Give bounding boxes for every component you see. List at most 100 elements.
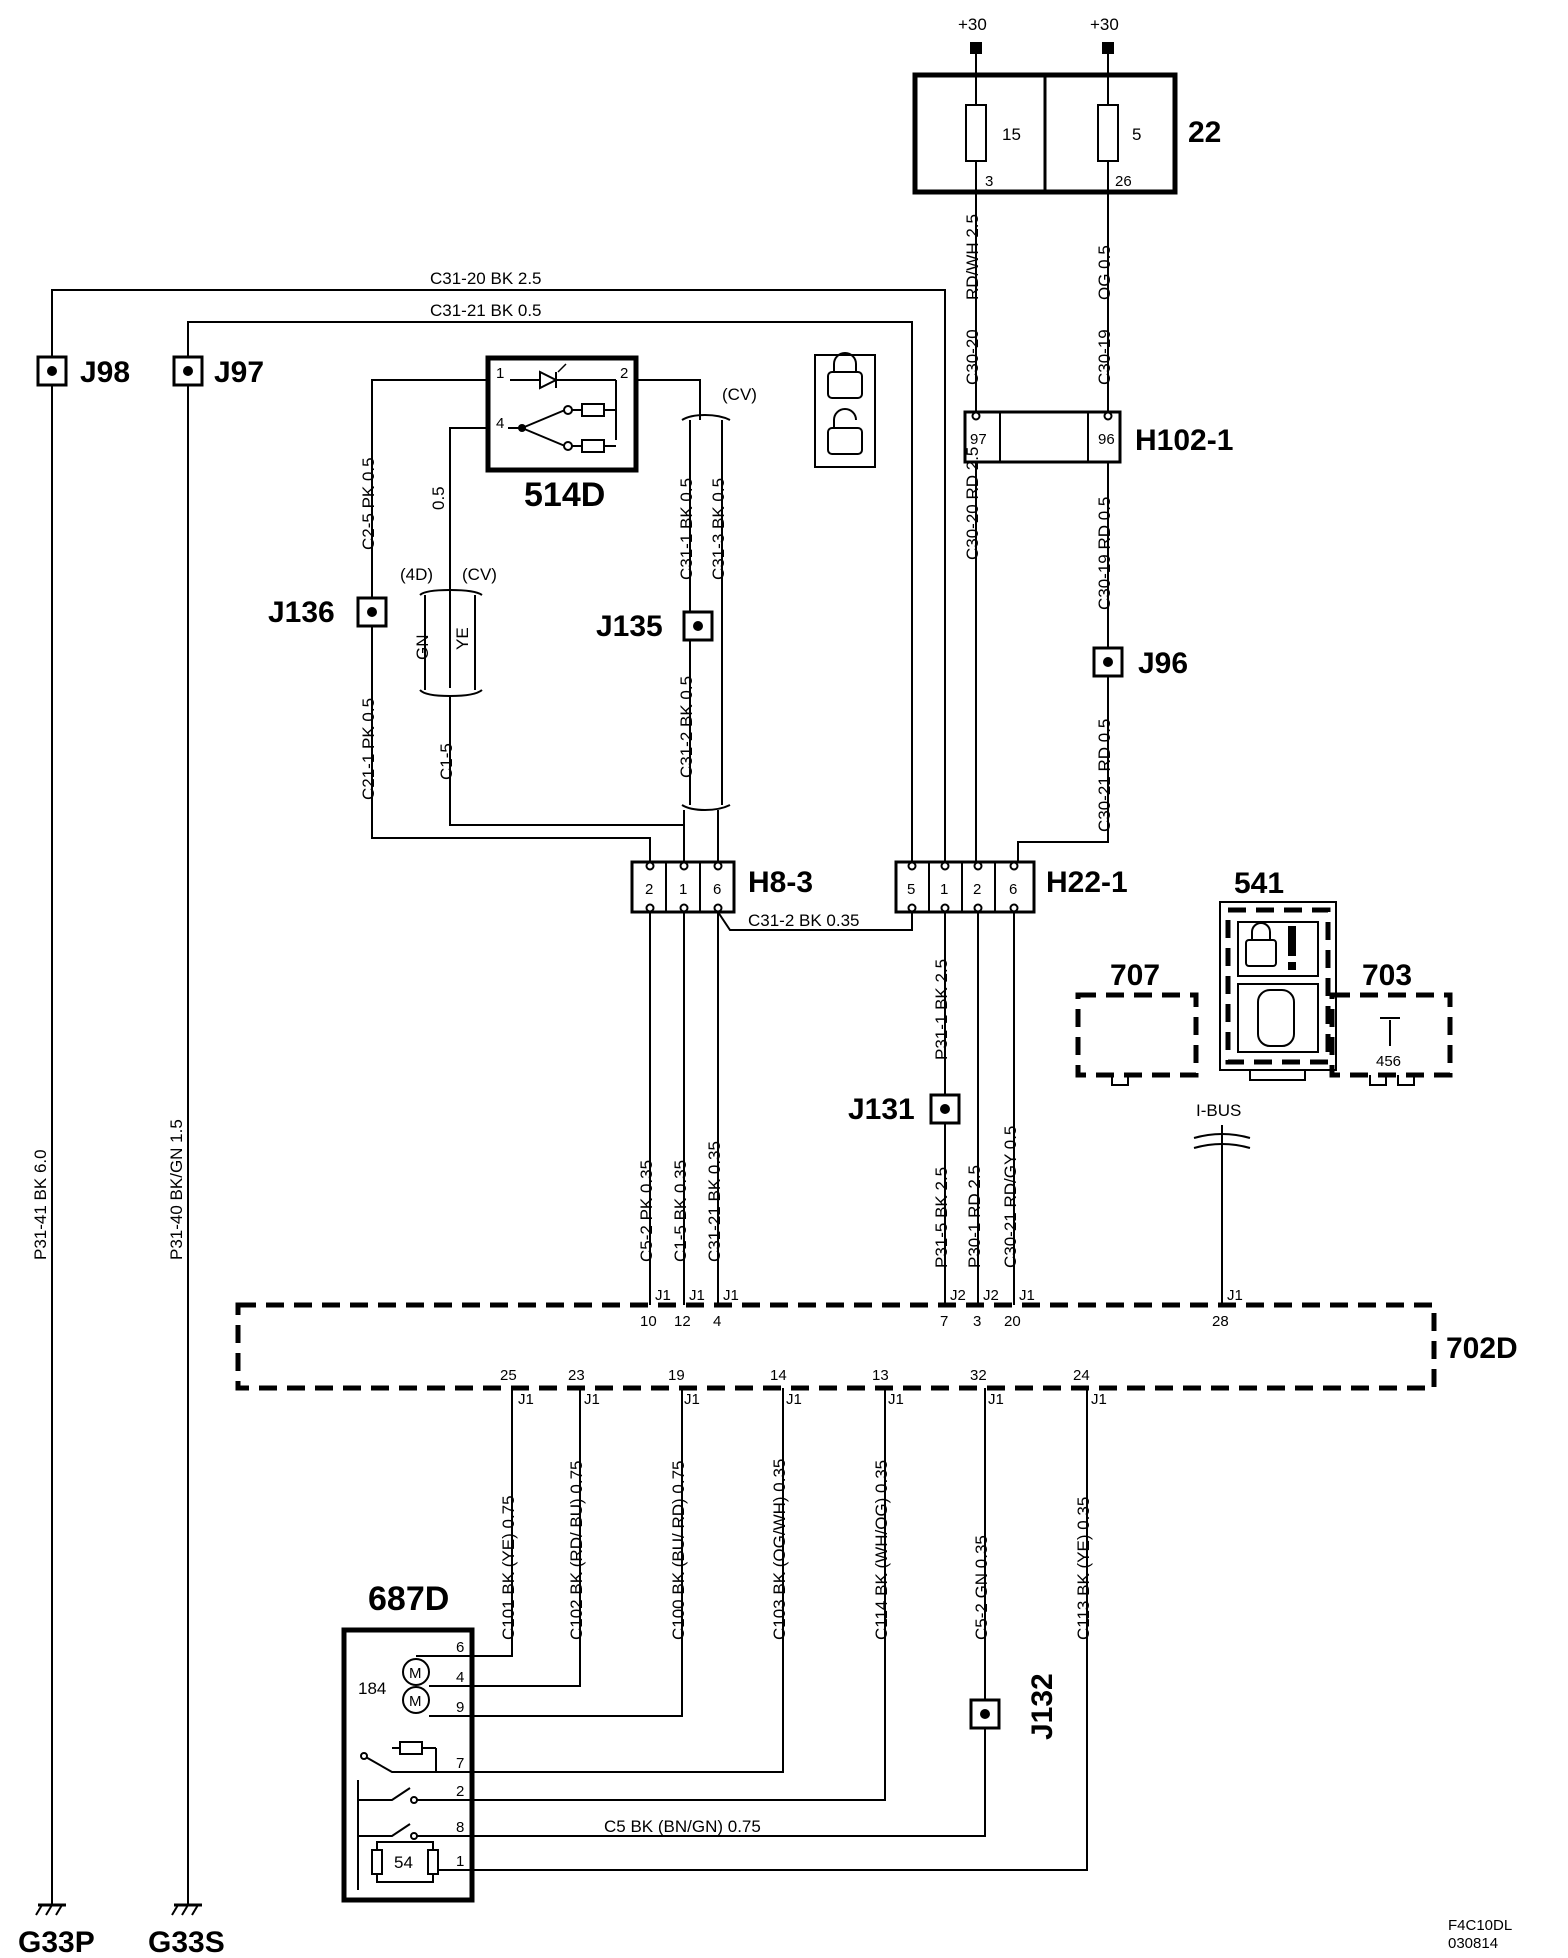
j135-label: J135 [596, 610, 663, 643]
wire-c113: C113 BK (YE) 0.35 [1074, 1497, 1093, 1640]
motor-icon-a [402, 1658, 430, 1686]
wire-c1-5-bk: C1-5 BK 0.35 [671, 1160, 690, 1262]
wire-c2-5: C2-5 PK 0.5 [359, 457, 378, 550]
h8-pin-a: 2 [645, 881, 653, 898]
cem-bottom-pin: 32 [970, 1367, 987, 1384]
cem-bottom-conn: J1 [988, 1391, 1004, 1408]
supply-wires: RD/WH 2.5 C30-20 OG 0.5 C30-19 [963, 192, 1114, 412]
h8-pin-b: 1 [679, 881, 687, 898]
footer-code: F4C10DL [1448, 1917, 1512, 1934]
motor-code: 184 [358, 1679, 386, 1698]
cem-bottom-conn: J1 [684, 1391, 700, 1408]
cem-bottom-conn: J1 [1091, 1391, 1107, 1408]
541-label: 541 [1234, 867, 1284, 900]
cem-top-conn: J1 [1227, 1287, 1243, 1304]
cem-top-conn: J1 [723, 1287, 739, 1304]
cem-top-pins: J1 10 J1 12 J1 4 J2 7 J2 3 J1 20 J1 28 [640, 1287, 1243, 1330]
514d-pin2: 2 [620, 365, 628, 382]
j97-label: J97 [214, 356, 264, 389]
wire-c30-19-top-gauge: OG 0.5 [1095, 245, 1114, 300]
fuse-5-pin: 26 [1115, 173, 1132, 190]
cem-bottom-pins: 25 J1 23 J1 19 J1 14 J1 13 J1 32 J1 24 J… [500, 1367, 1107, 1408]
wire-c30-19-top: C30-19 [1095, 329, 1114, 385]
687d-pin: 4 [456, 1669, 464, 1686]
h22-pin-a: 5 [907, 881, 915, 898]
cem-bottom-pin: 23 [568, 1367, 585, 1384]
h102-pin-97: 97 [970, 431, 987, 448]
cem-top-pin: 10 [640, 1313, 657, 1330]
wire-c31-2-horizontal: C31-2 BK 0.35 [748, 911, 860, 930]
wire-c30-21: C30-21 RD 0.5 [1095, 719, 1114, 832]
703-code: 456 [1376, 1053, 1401, 1070]
car-icon [1257, 989, 1295, 1047]
fuse-5 [1097, 104, 1119, 162]
junction-j97: J97 [172, 355, 264, 389]
wire-p31-41: P31-41 BK 6.0 [31, 1149, 50, 1260]
junction-j136: J136 [268, 596, 388, 629]
wire-c100: C100 BK (BU/ RD) 0.75 [669, 1460, 688, 1640]
fuse-15-label: 15 [1002, 125, 1021, 144]
footer-date: 030814 [1448, 1935, 1498, 1952]
wire-gn: GN [413, 635, 432, 661]
h8-pin-c: 6 [713, 881, 721, 898]
687d-pin: 7 [456, 1755, 464, 1772]
cem-top-pin: 7 [940, 1313, 948, 1330]
wire-p31-40: P31-40 BK/GN 1.5 [167, 1119, 186, 1260]
wire-c31-21-bk: C31-21 BK 0.35 [705, 1141, 724, 1262]
cem-bottom-conn: J1 [888, 1391, 904, 1408]
supply-label-a: +30 [958, 15, 987, 34]
cem-bottom-conn: J1 [786, 1391, 802, 1408]
cem-top-pin: 3 [973, 1313, 981, 1330]
wire-c31-1: C31-1 BK 0.5 [677, 478, 696, 580]
connector-h8-3: 2 1 6 H8-3 [630, 860, 813, 914]
h22-pin-c: 2 [973, 881, 981, 898]
switch-514d: 1 2 4 514D [485, 355, 639, 514]
wire-c5-2-gn: C5-2 GN 0.35 [972, 1535, 991, 1640]
wire-c31-20: C31-20 BK 2.5 [430, 269, 542, 288]
wire-c101: C101 BK (YE) 0.75 [499, 1495, 518, 1640]
cem-top-pin: 28 [1212, 1313, 1229, 1330]
g33s-label: G33S [148, 1926, 225, 1958]
514d-pin1: 1 [496, 365, 504, 382]
707-label: 707 [1110, 959, 1160, 992]
alarm-lock-icon [1245, 939, 1277, 967]
wire-c103: C103 BK (OG/WH) 0.35 [770, 1459, 789, 1640]
687d-pin: 6 [456, 1639, 464, 1656]
fusebox-22: 15 5 3 26 22 [912, 72, 1221, 195]
wire-c30-19-mid: C30-19 RD 0.5 [1095, 497, 1114, 610]
motor-icon-b [402, 1686, 430, 1714]
module-541: 541 [1219, 867, 1337, 1081]
687d-pin: 8 [456, 1819, 464, 1836]
fuse-15 [965, 104, 987, 162]
module-703: 703 456 [1329, 959, 1453, 1086]
junction-j131: J131 [848, 1093, 961, 1126]
cem-top-pin: 12 [674, 1313, 691, 1330]
wire-c5-2-pk: C5-2 PK 0.35 [637, 1160, 656, 1262]
wire-c30-20-top-gauge: RD/WH 2.5 [963, 214, 982, 300]
junction-j98: J98 [36, 355, 130, 389]
h102-pin-96: 96 [1098, 431, 1115, 448]
supply-terminal-b [1102, 42, 1114, 54]
703-label: 703 [1362, 959, 1412, 992]
wire-c1-5: C1-5 [437, 743, 456, 780]
motor-b-label: M [409, 1693, 422, 1710]
j136-label: J136 [268, 596, 335, 629]
supply-terminal-a [970, 42, 982, 54]
cem-top-conn: J1 [689, 1287, 705, 1304]
wire-gauge-05: 0.5 [429, 486, 448, 510]
wire-c21-1: C21-1 PK 0.5 [359, 698, 378, 800]
wire-c31-3: C31-3 BK 0.5 [709, 478, 728, 580]
cem-bottom-pin: 25 [500, 1367, 517, 1384]
702d-label: 702D [1446, 1332, 1518, 1365]
h8-label: H8-3 [748, 866, 813, 899]
cem-top-conn: J2 [950, 1287, 966, 1304]
cem-bottom-pin: 13 [872, 1367, 889, 1384]
connector-h22-1: 5 1 2 6 H22-1 [894, 860, 1128, 914]
fuse-15-pin: 3 [985, 173, 993, 190]
wire-c30-20-top: C30-20 [963, 329, 982, 385]
i-bus-label: I-BUS [1196, 1101, 1241, 1120]
wire-c102: C102 BK (RD/ BU) 0.75 [567, 1460, 586, 1640]
module-707: 707 [1075, 959, 1199, 1086]
fuse-5-label: 5 [1132, 125, 1141, 144]
